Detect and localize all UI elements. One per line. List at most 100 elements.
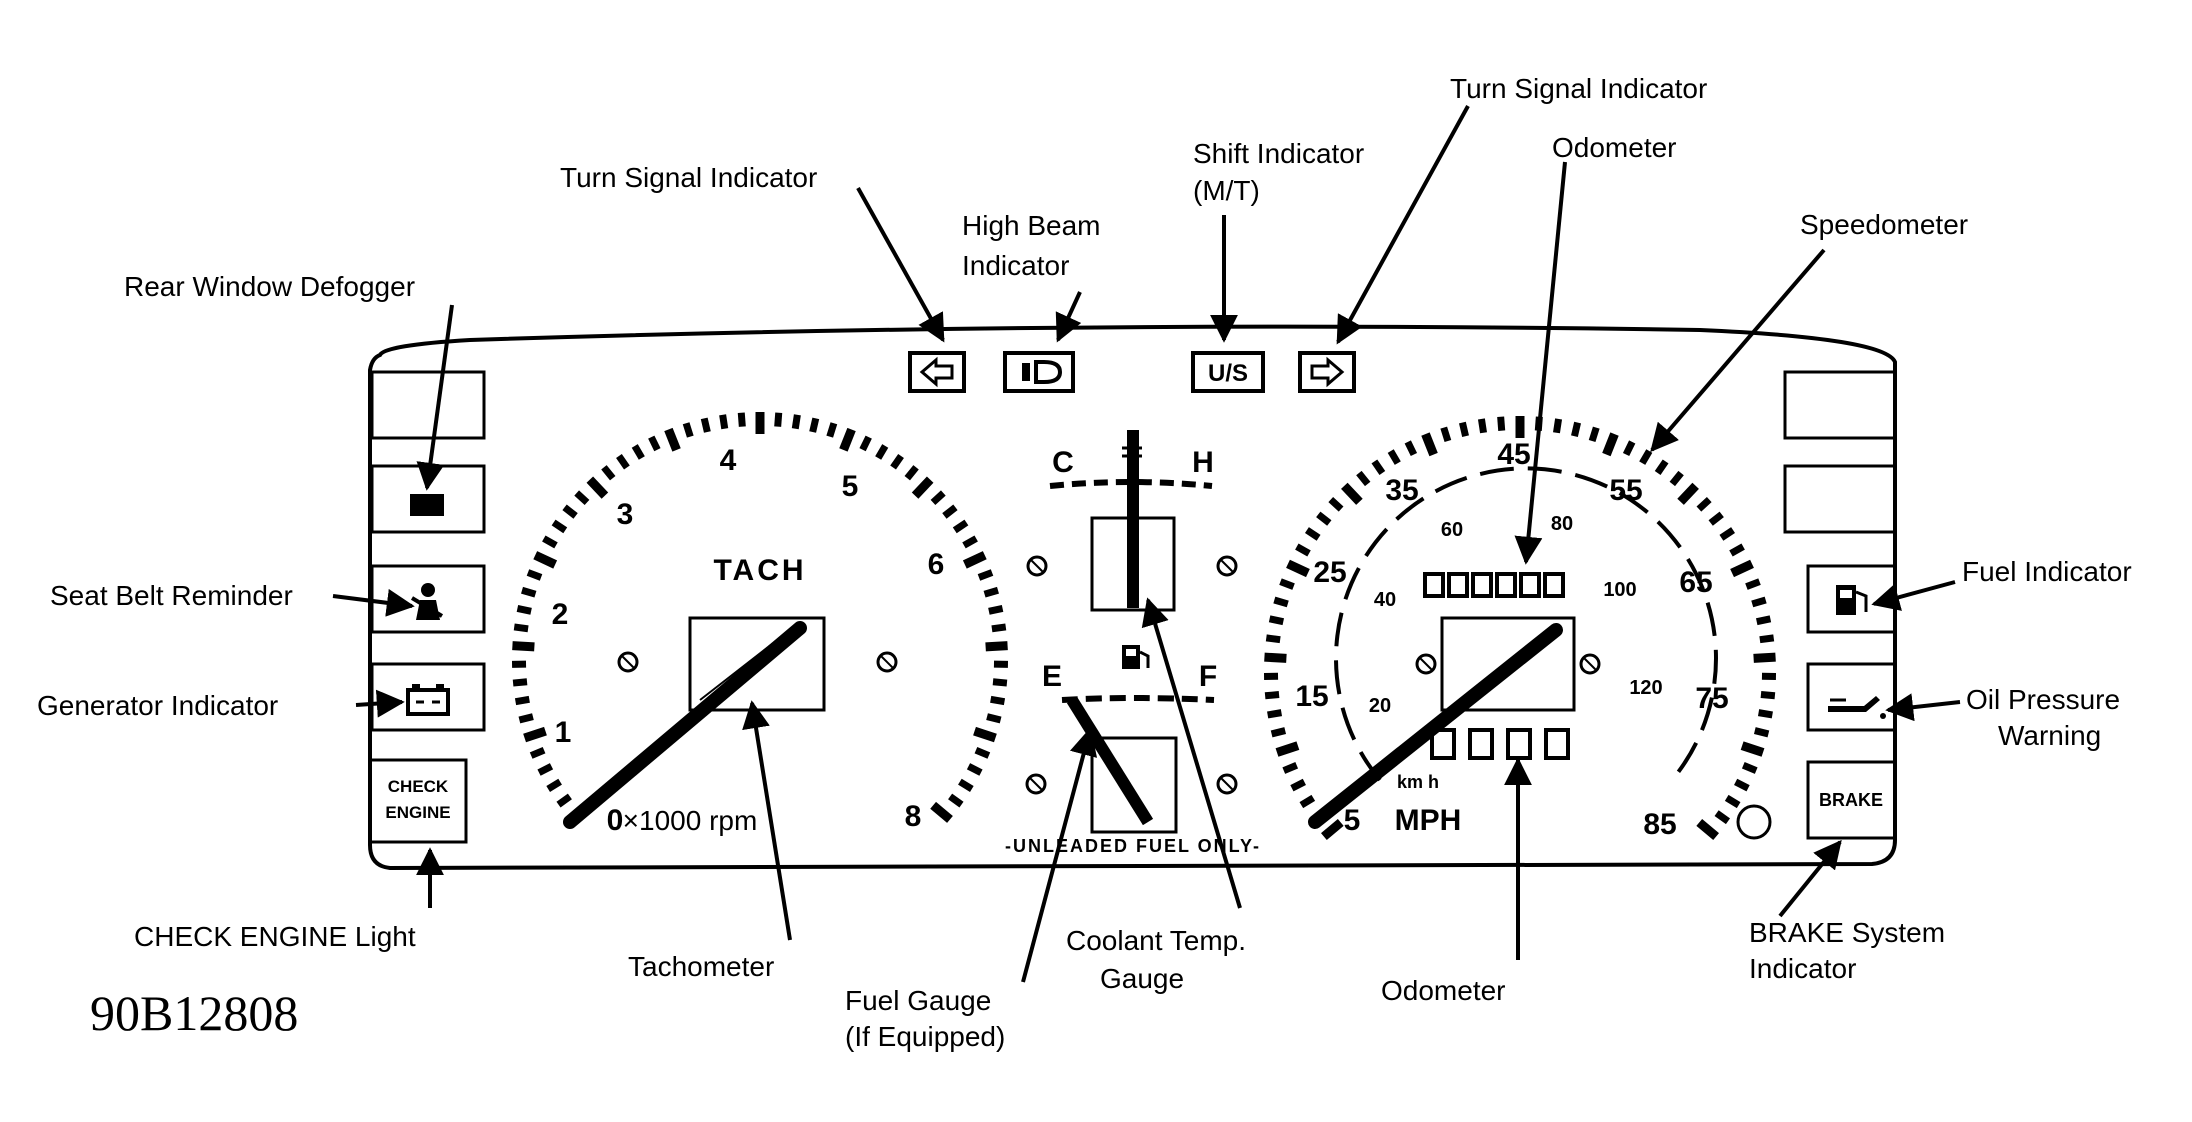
speedo-tick — [1344, 486, 1359, 502]
fuel-screw-left — [1027, 775, 1045, 793]
speedo-screw-right — [1581, 655, 1599, 673]
speedo-tick — [1277, 746, 1298, 753]
left-indicator-column: CHECK ENGINE — [370, 372, 484, 842]
label-coolant-1: Coolant Temp. — [1066, 925, 1246, 956]
tach-tick — [992, 627, 1006, 629]
fuel-gauge-pump-icon — [1122, 645, 1148, 669]
tach-tick — [516, 699, 530, 701]
tach-num-1: 1 — [555, 716, 572, 749]
label-check-engine: CHECK ENGINE Light — [134, 921, 416, 952]
tach-tick — [554, 523, 566, 531]
tach-num-3: 3 — [617, 498, 634, 531]
kmh-num-20: 20 — [1369, 695, 1391, 717]
tach-tick — [944, 507, 955, 516]
speedo-tick — [1754, 657, 1776, 658]
speedo-tick — [1331, 500, 1341, 509]
speedo-tick — [1742, 746, 1763, 753]
label-turn-signal-right: Turn Signal Indicator — [1450, 73, 1707, 104]
tach-tick — [619, 456, 627, 468]
speedo-tick — [1264, 657, 1286, 658]
kmh-num-120: 120 — [1629, 677, 1662, 699]
speedo-tick — [1721, 530, 1733, 538]
speedo-tick — [1574, 423, 1577, 437]
speedo-tick — [1408, 442, 1414, 455]
tach-screw-right — [878, 653, 896, 671]
arrow-generator — [356, 702, 402, 705]
tach-num-4: 4 — [720, 444, 737, 477]
arrow-speedometer — [1652, 250, 1824, 450]
fuel-screw-right — [1218, 775, 1236, 793]
label-oil-pressure-2: Warning — [1998, 720, 2101, 751]
mph-num-75: 75 — [1695, 682, 1728, 715]
tach-tick — [577, 493, 587, 502]
label-high-beam-2: Indicator — [962, 250, 1069, 281]
arrow-turn-left — [858, 188, 943, 340]
tach-tick — [512, 646, 534, 647]
speedo-tick — [1481, 419, 1483, 433]
tach-tick — [893, 456, 901, 468]
arrow-fuel-indicator — [1874, 582, 1955, 604]
tach-tick — [778, 413, 779, 427]
defogger-icon — [410, 494, 444, 516]
speedo-tick — [1731, 547, 1743, 554]
tach-num-8: 8 — [905, 800, 922, 833]
tach-tick — [795, 415, 797, 429]
mph-num-25: 25 — [1313, 556, 1346, 589]
tach-tick — [960, 782, 972, 789]
top-indicator-row: U/S — [910, 353, 1354, 391]
speedo-tick — [1324, 822, 1341, 836]
right-arrow-icon — [1312, 360, 1342, 384]
tach-tick — [525, 731, 546, 738]
label-odometer-bottom: Odometer — [1381, 975, 1506, 1006]
callout-labels: Turn Signal Indicator High Beam Indicato… — [37, 73, 2132, 1052]
odometer-digit — [1473, 574, 1491, 596]
tach-tick — [830, 423, 834, 436]
temp-screw-right — [1218, 557, 1236, 575]
tach-tick — [548, 782, 560, 789]
odometer-top-digits — [1425, 574, 1563, 596]
tachometer-dial: 0 ×1000 rpm 1 2 3 4 5 6 8 TACH — [512, 412, 1008, 837]
speedo-tick — [1270, 619, 1284, 622]
tach-tick — [915, 480, 930, 496]
tach-tick — [531, 750, 544, 755]
label-generator-indicator: Generator Indicator — [37, 690, 278, 721]
label-seat-belt-reminder: Seat Belt Reminder — [50, 580, 293, 611]
tach-num-6: 6 — [928, 548, 945, 581]
speedo-tick — [1318, 514, 1329, 523]
label-shift-2: (M/T) — [1193, 175, 1260, 206]
tach-tick — [986, 646, 1008, 647]
speedo-tick — [1272, 731, 1286, 734]
mph-unit: MPH — [1395, 804, 1462, 837]
mph-num-85: 85 — [1643, 808, 1676, 841]
arrow-defogger — [427, 305, 452, 488]
fuel-pump-icon — [1836, 585, 1866, 615]
tach-tick — [813, 418, 816, 432]
label-high-beam-1: High Beam — [962, 210, 1101, 241]
tach-tick — [651, 437, 657, 450]
tach-tick — [863, 437, 869, 450]
temp-cold-label: C — [1052, 446, 1074, 479]
label-turn-signal-left: Turn Signal Indicator — [560, 162, 817, 193]
battery-icon — [408, 684, 448, 714]
brake-indicator-text: BRAKE — [1819, 790, 1883, 810]
tach-tick — [514, 627, 528, 629]
kmh-num-40: 40 — [1374, 589, 1396, 611]
speedo-tick — [1391, 451, 1398, 463]
tach-tick — [686, 423, 690, 436]
label-shift-1: Shift Indicator — [1193, 138, 1364, 169]
speedo-tick — [1711, 514, 1722, 523]
odometer-digit — [1497, 574, 1515, 596]
mph-num-65: 65 — [1679, 566, 1712, 599]
tach-tick — [878, 446, 885, 458]
kmh-num-60: 60 — [1441, 519, 1463, 541]
speedo-tick — [1757, 619, 1771, 622]
tach-tick — [933, 805, 950, 819]
tach-tick — [559, 796, 570, 804]
kmh-num-80: 80 — [1551, 513, 1573, 535]
mph-num-35: 35 — [1385, 474, 1418, 507]
speedo-tick — [1425, 434, 1433, 454]
speedo-tick — [1752, 600, 1765, 604]
odometer-digit — [1521, 574, 1539, 596]
